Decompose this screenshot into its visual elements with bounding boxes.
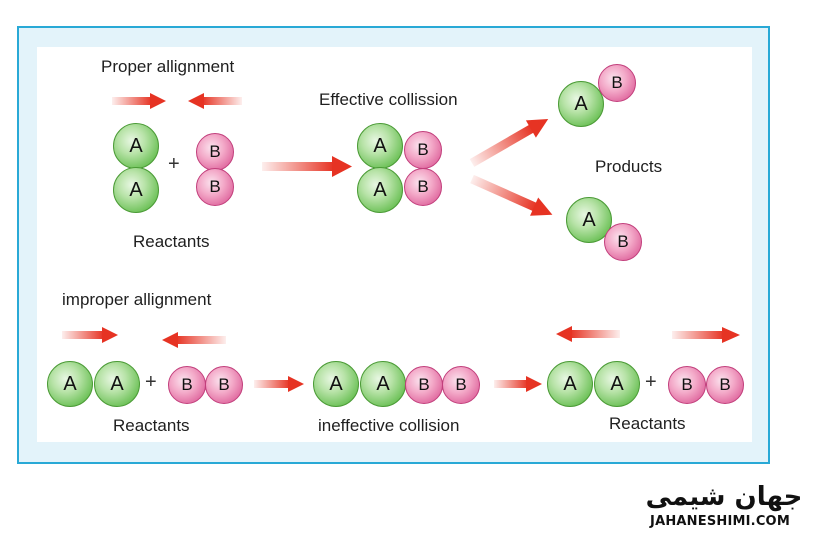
atom-a: A — [558, 81, 604, 127]
arrow-right-proper — [112, 93, 166, 109]
atom-b: B — [706, 366, 744, 404]
proper-alignment-label: Proper allignment — [101, 57, 235, 76]
atom-b: B — [196, 133, 234, 171]
reactants-label-top: Reactants — [133, 232, 210, 251]
effective-collision-label: Effective collission — [319, 90, 458, 109]
logo-persian-text: جهان شیمی — [645, 482, 803, 512]
atom-b: B — [598, 64, 636, 102]
atom-a: A — [360, 361, 406, 407]
jahaneshimi-logo: جهان شیمی JAHANESHIMI.COM — [636, 482, 804, 538]
atom-a: A — [313, 361, 359, 407]
atom-b: B — [205, 366, 243, 404]
reactants-label-bottom-right: Reactants — [609, 414, 686, 433]
improper-alignment-label: improper allignment — [62, 290, 212, 309]
plus-sign: + — [168, 153, 180, 175]
atom-a: A — [47, 361, 93, 407]
atom-b: B — [442, 366, 480, 404]
arrow-to-effective-collision — [262, 156, 352, 177]
atom-b: B — [404, 168, 442, 206]
atom-a: A — [94, 361, 140, 407]
atom-a: A — [113, 123, 159, 169]
arrow-left-proper — [188, 93, 242, 109]
atom-b: B — [168, 366, 206, 404]
arrow-to-ineffective-collision — [254, 376, 304, 392]
plus-sign: + — [645, 371, 657, 393]
arrow-right-improper — [62, 327, 118, 343]
reactants-label-bottom-left: Reactants — [113, 416, 190, 435]
products-label: Products — [595, 157, 663, 176]
atom-b: B — [404, 131, 442, 169]
plus-sign: + — [145, 371, 157, 393]
arrow-right-separate — [672, 327, 740, 343]
atom-a: A — [547, 361, 593, 407]
arrow-from-ineffective-collision — [494, 376, 542, 392]
atom-b: B — [196, 168, 234, 206]
atom-b: B — [604, 223, 642, 261]
atom-a: A — [357, 167, 403, 213]
atom-b: B — [668, 366, 706, 404]
logo-domain-text: JAHANESHIMI.COM — [650, 514, 790, 529]
arrow-left-improper — [162, 332, 226, 348]
atom-a: A — [594, 361, 640, 407]
atom-a: A — [113, 167, 159, 213]
arrow-to-product-upper — [469, 119, 549, 167]
arrow-left-separate — [556, 326, 620, 342]
ineffective-collision-label: ineffective collision — [318, 416, 460, 435]
atom-b: B — [405, 366, 443, 404]
atom-a: A — [357, 123, 403, 169]
arrow-to-product-lower — [470, 174, 553, 216]
